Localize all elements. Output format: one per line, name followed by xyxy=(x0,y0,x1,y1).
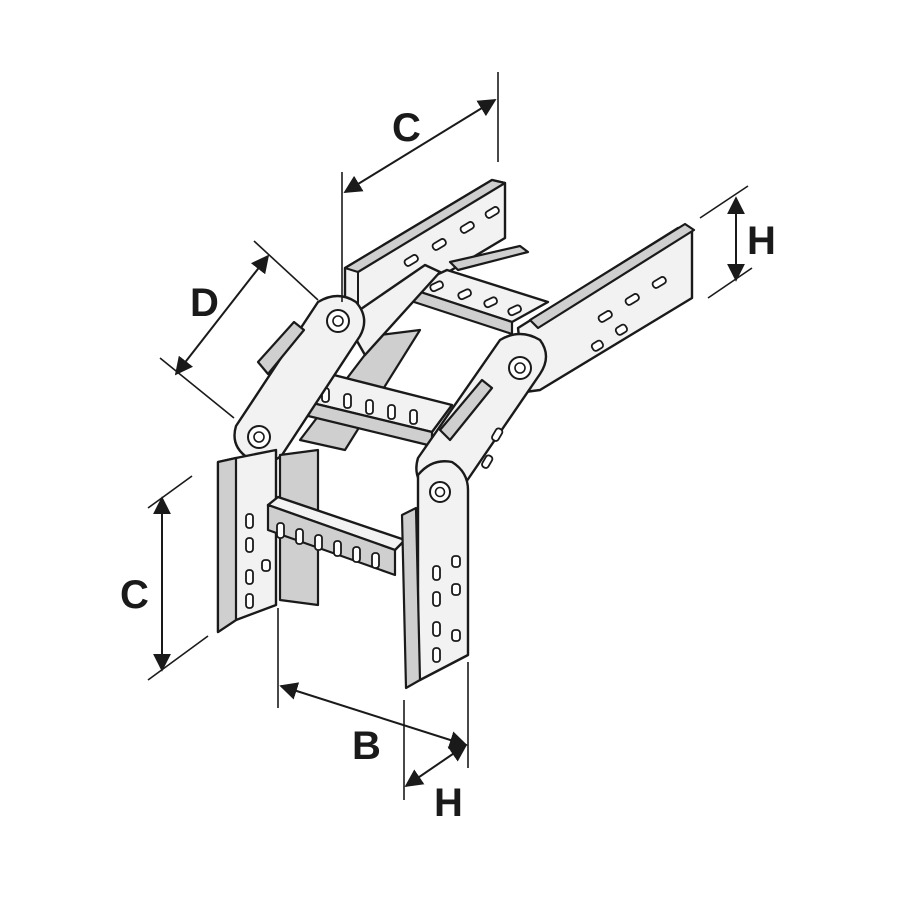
label-d: D xyxy=(190,281,219,325)
top-front-rail xyxy=(516,222,696,394)
d-extension-upper xyxy=(253,240,319,301)
h-bottom-dimension-line xyxy=(404,743,468,788)
top-back-rail xyxy=(343,178,530,328)
c-left-extension-lower xyxy=(147,635,209,681)
label-c-left: C xyxy=(120,573,149,617)
d-dimension-line xyxy=(174,254,270,376)
ladder-drawing xyxy=(216,178,696,690)
label-h-bottom: H xyxy=(434,781,463,825)
c-left-extension-upper xyxy=(147,475,193,509)
c-top-dimension-line xyxy=(343,99,497,193)
h-top-extension-lower xyxy=(707,267,753,299)
h-top-extension-upper xyxy=(699,185,749,219)
b-dimension-line xyxy=(279,682,468,749)
bottom-left-rail xyxy=(216,448,278,634)
middle-rung xyxy=(298,370,454,448)
label-h-top: H xyxy=(747,219,776,263)
dimension-lines xyxy=(147,72,753,800)
label-b: B xyxy=(352,724,381,768)
bottom-right-rail xyxy=(400,460,470,690)
dimension-labels: C D H C B H xyxy=(120,106,776,825)
bottom-rung xyxy=(266,495,407,577)
d-extension-lower xyxy=(159,357,235,419)
label-c-top: C xyxy=(392,106,421,150)
